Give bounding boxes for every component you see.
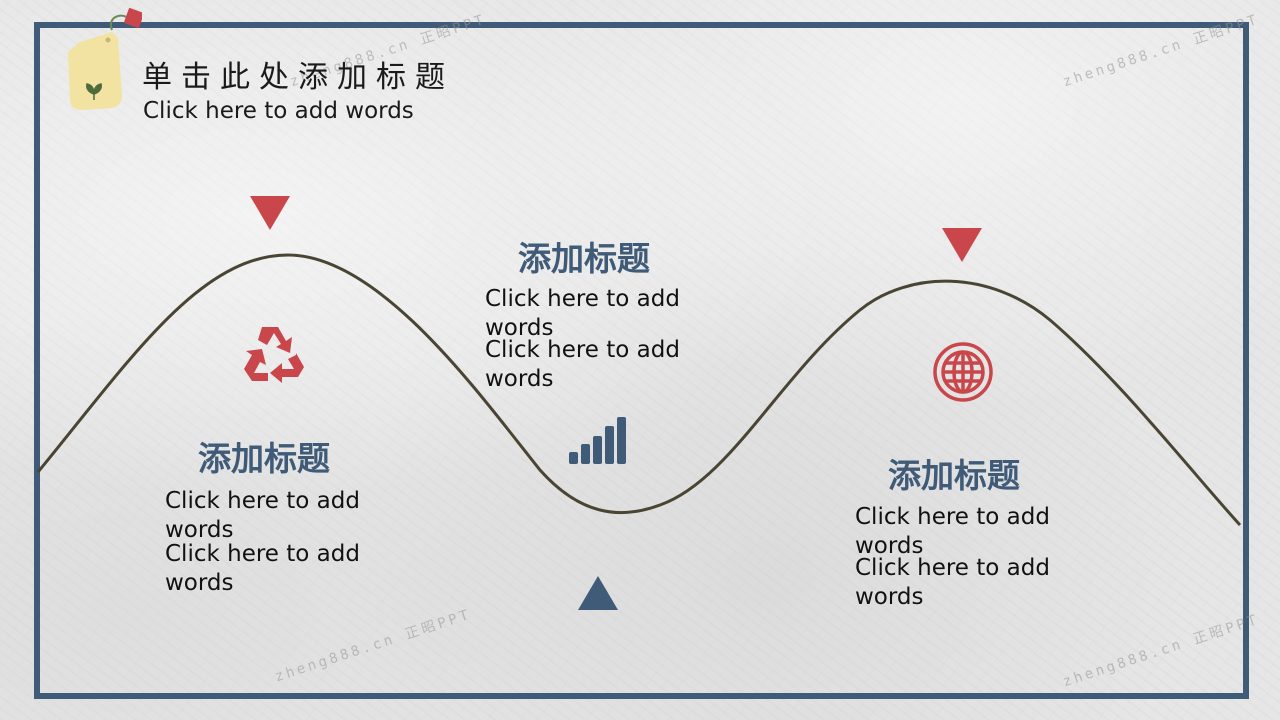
triangle-down-icon [942, 228, 982, 262]
section-text: Click here to add words [855, 555, 1050, 610]
bar-signal-icon [569, 417, 626, 464]
hanging-tag-icon [68, 7, 142, 110]
section-text: Click here to add words [165, 488, 360, 543]
section-text: Click here to add words [485, 337, 680, 392]
recycle-icon [244, 327, 304, 383]
section-heading: 添加标题 [518, 239, 650, 278]
section-heading: 添加标题 [888, 456, 1020, 495]
section-heading: 添加标题 [198, 439, 330, 478]
section-text: Click here to add words [165, 541, 360, 596]
triangle-up-icon [578, 576, 618, 610]
slide-frame [34, 22, 1249, 699]
section-text: Click here to add words [855, 504, 1050, 559]
page-title: 单击此处添加标题 [142, 60, 454, 95]
section-text: Click here to add words [485, 286, 680, 341]
triangle-down-icon [250, 196, 290, 230]
globe-icon [933, 342, 993, 402]
page-subtitle: Click here to add words [143, 98, 414, 124]
